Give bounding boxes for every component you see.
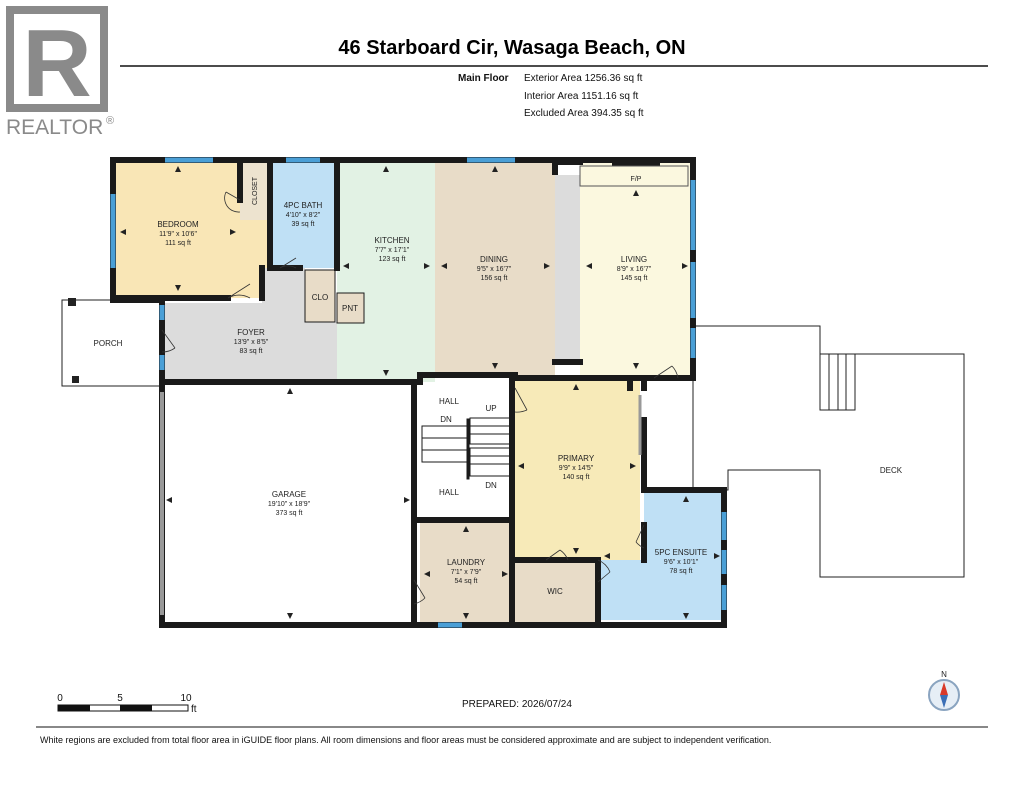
room-primary: PRIMARY 9'9" x 14'5" 140 sq ft [558,454,595,481]
exterior-area: Exterior Area 1256.36 sq ft [524,73,643,84]
deck-label: DECK [880,466,903,475]
ensuite-dims: 9'6" x 10'1" [664,559,699,566]
excluded-area: Excluded Area 394.35 sq ft [524,108,644,119]
gap-fill [555,175,580,360]
bath-area: 39 sq ft [292,221,315,228]
room-living: F/P LIVING 8'9" x 16'7" 145 sq ft [617,176,652,282]
bedroom-dims: 11'9" x 10'6" [159,231,197,238]
room-bedroom: BEDROOM 11'9" x 10'6" 111 sq ft [157,220,199,247]
pnt-fill [337,293,364,323]
scale-label-10: 10 [180,693,192,704]
foyer-fill [162,268,337,382]
clo-label: CLO [312,293,328,302]
stairs-dn-bottom-label: DN [485,481,497,490]
room-foyer: FOYER 13'9" x 8'5" 83 sq ft [234,328,269,355]
primary-fill [514,378,640,560]
scale-label-0: 0 [57,693,63,704]
prepared-date: PREPARED: 2026/07/24 [462,699,572,710]
bath-fill [270,160,337,268]
scale-bar: 0 5 10 ft [57,693,197,715]
compass-icon: N [928,670,960,711]
dining-fill [435,160,555,375]
room-dining: DINING 9'5" x 16'7" 156 sq ft [477,255,512,282]
realtor-logo-letter: R [22,10,91,117]
dining-area: 156 sq ft [481,275,508,282]
bath-name: 4PC BATH [284,201,323,210]
ensuite-fill [598,490,724,620]
laundry-dims: 7'1" x 7'9" [451,569,482,576]
pnt-label: PNT [342,304,358,313]
dining-dims: 9'5" x 16'7" [477,266,512,273]
stairs-dn-top-label: DN [440,415,452,424]
wic-label: WIC [547,587,563,596]
foyer-name: FOYER [237,328,265,337]
hall-bottom-label: HALL [439,488,460,497]
scale-label-5: 5 [117,693,123,704]
realtor-logo: R REALTOR ® [6,6,114,139]
ensuite-name: 5PC ENSUITE [655,548,707,557]
garage-name: GARAGE [272,490,306,499]
kitchen-area: 123 sq ft [379,256,406,263]
foyer-dims: 13'9" x 8'5" [234,339,269,346]
porch-label: PORCH [94,339,123,348]
porch [61,298,163,387]
ensuite-area: 78 sq ft [670,568,693,575]
realtor-logo-mark: ® [106,115,114,127]
laundry-fill [420,520,512,622]
dining-name: DINING [480,255,508,264]
deck [692,325,965,578]
page-title: 46 Starboard Cir, Wasaga Beach, ON [338,37,685,59]
laundry-name: LAUNDRY [447,558,486,567]
room-kitchen: KITCHEN 7'7" x 17'1" 123 sq ft [374,236,409,263]
room-garage: GARAGE 19'10" x 18'9" 373 sq ft [268,490,311,517]
dimension-arrows [120,166,720,619]
kitchen-dims: 7'7" x 17'1" [375,247,410,254]
garage-dims: 19'10" x 18'9" [268,501,311,508]
interior-area: Interior Area 1151.16 sq ft [524,91,639,102]
kitchen-name: KITCHEN [374,236,409,245]
scale-unit: ft [191,704,197,715]
garage-area: 373 sq ft [276,510,303,517]
footer-disclaimer: White regions are excluded from total fl… [40,735,771,745]
hall-top-label: HALL [439,397,460,406]
closet-fill [240,160,270,220]
door-swings [161,191,679,605]
compass-label: N [941,670,947,679]
living-name: LIVING [621,255,647,264]
room-laundry: LAUNDRY 7'1" x 7'9" 54 sq ft [447,558,486,585]
stairs-up-label: UP [485,404,496,413]
primary-dims: 9'9" x 14'5" [559,465,594,472]
realtor-logo-text: REALTOR [6,116,103,139]
fireplace-label: F/P [631,176,642,183]
bedroom-name: BEDROOM [157,220,199,229]
bath-dims: 4'10" x 8'2" [286,212,321,219]
primary-name: PRIMARY [558,454,595,463]
room-bath: 4PC BATH 4'10" x 8'2" 39 sq ft [284,201,323,228]
foyer-area: 83 sq ft [240,348,263,355]
windows [110,157,727,628]
clo-fill [305,270,335,322]
bedroom-area: 111 sq ft [165,240,191,247]
wic-fill [514,560,598,622]
living-area: 145 sq ft [621,275,648,282]
room-ensuite: 5PC ENSUITE 9'6" x 10'1" 78 sq ft [655,548,707,575]
primary-area: 140 sq ft [563,474,590,481]
living-dims: 8'9" x 16'7" [617,266,652,273]
closet-label: CLOSET [252,176,259,205]
kitchen-fill [337,160,435,382]
laundry-area: 54 sq ft [455,578,478,585]
floor-label: Main Floor [458,73,509,84]
